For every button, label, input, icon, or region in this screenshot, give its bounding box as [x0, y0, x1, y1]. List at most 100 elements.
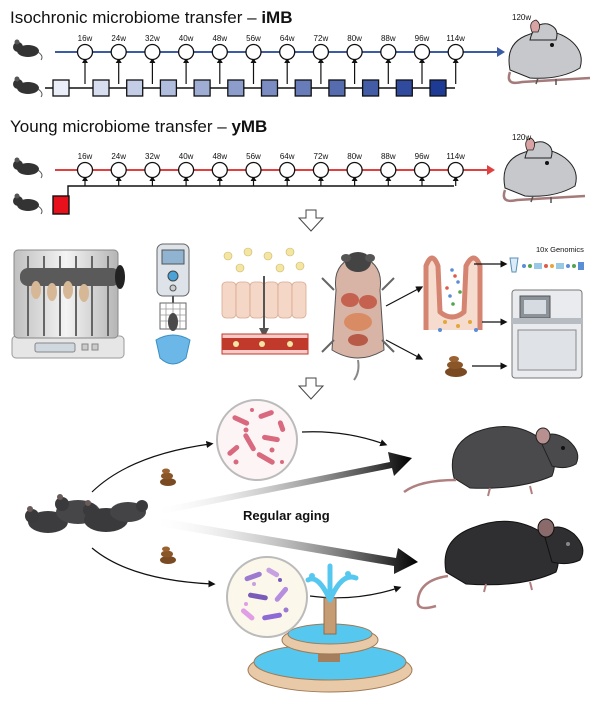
methods-row: 10x Genomics: [11, 243, 584, 381]
imb-donor-boxes: [52, 79, 447, 97]
thick-arrow-lower: [158, 518, 418, 574]
feces-upper-icon: [160, 468, 176, 486]
aged-outcome-mouse: [403, 426, 579, 497]
imb-timepoint-circle: [144, 43, 161, 61]
imb-transfer-arrowhead: [216, 58, 223, 63]
imb-donor-box: [429, 79, 447, 97]
dissection-arrow-down: [385, 339, 424, 360]
imb-donor-mouse: [13, 76, 43, 98]
ymb-timepoint-circle: [279, 161, 296, 179]
ymb-timeline-arrowhead: [487, 165, 495, 175]
curve-to-aged-microbiome: [91, 440, 214, 493]
imb-timepoint-circle: [447, 43, 464, 61]
outcome-diagram: Regular aging: [25, 399, 584, 693]
ymb-transfer-arrowhead: [115, 176, 122, 181]
imb-heading-bold: iMB: [261, 8, 293, 27]
aged-microbiome-circle-icon: [216, 399, 298, 481]
ymb-timepoints: [76, 161, 464, 186]
imb-donor-box: [92, 79, 110, 97]
ymb-heading: Young microbiome transfer – yMB: [10, 117, 267, 137]
aged-microbiome-to-mouse-arrow: [301, 431, 388, 447]
imb-transfer-arrowhead: [419, 58, 425, 63]
ymb-transfer-arrowhead: [317, 176, 324, 181]
ymb-timepoint-circle: [245, 161, 262, 179]
imb-donor-box: [193, 79, 211, 97]
single-cell-sequencing-icon: [509, 257, 584, 273]
imb-timeline-arrowhead: [497, 47, 505, 57]
imb-timepoint-label: 96w: [415, 34, 430, 43]
imb-timepoint-label: 114w: [446, 34, 465, 43]
ymb-timepoint-circle: [211, 161, 228, 179]
ymb-timepoint-circle: [144, 161, 161, 179]
imb-timepoint-circle: [346, 43, 363, 61]
ymb-donor-feed-line: [67, 185, 454, 206]
ymb-donor-mouse: [13, 193, 43, 215]
imb-transfer-arrowhead: [317, 58, 324, 63]
ymb-timepoint-circle: [177, 161, 195, 179]
imb-timepoint-circle: [76, 43, 94, 61]
ymb-heading-prefix: Young microbiome transfer –: [10, 117, 232, 136]
ymb-heading-bold: yMB: [231, 117, 268, 136]
imb-timepoint-label: 72w: [314, 34, 329, 43]
ymb-timepoint-label: 56w: [246, 152, 261, 161]
ymb-timepoint-label: 24w: [111, 152, 126, 161]
imb-timepoint-label: 56w: [246, 34, 261, 43]
down-arrow-2: [297, 377, 325, 400]
ymb-timepoint-label: 32w: [145, 152, 160, 161]
ymb-timepoint-label: 16w: [78, 152, 93, 161]
ymb-timepoint-label: 96w: [415, 152, 430, 161]
imb-timepoint-circle: [413, 43, 431, 61]
ymb-timepoint-label: 88w: [381, 152, 396, 161]
donor-mice-group-icon: [25, 494, 148, 533]
ymb-transfer-arrowhead: [351, 176, 358, 181]
running-wheel-chamber-icon: [11, 249, 125, 359]
ymb-transfer-arrowhead: [149, 176, 156, 181]
imb-donor-box: [260, 79, 279, 97]
imb-timepoint-label: 24w: [111, 34, 126, 43]
dissected-mouse-icon: [321, 252, 395, 381]
ymb-timepoint-circle: [447, 161, 464, 179]
ymb-donor-box: [52, 195, 70, 215]
ymb-transfer-arrowhead: [452, 176, 459, 181]
imb-timepoint-label: 16w: [78, 34, 93, 43]
dissection-arrow-up: [385, 286, 424, 307]
ymb-timepoint-label: 80w: [347, 152, 362, 161]
ymb-recipient-mouse: [13, 157, 43, 179]
down-arrow-1: [297, 209, 325, 232]
ymb-transfer-arrowhead: [250, 176, 257, 181]
ymb-timepoint-label: 72w: [314, 152, 329, 161]
ymb-timepoint-circle: [76, 161, 94, 179]
ymb-endpoint-label: 120w: [512, 133, 531, 142]
imb-timepoint-label: 40w: [179, 34, 194, 43]
imb-heading-prefix: Isochronic microbiome transfer –: [10, 8, 262, 27]
imb-timepoint-circle: [211, 43, 228, 61]
imb-transfer-arrowhead: [351, 58, 358, 63]
fecal-sample-icon: [445, 356, 467, 377]
ymb-transfer-arrowhead: [385, 176, 392, 181]
imb-timepoint-circle: [110, 43, 127, 61]
genomics-label: 10x Genomics: [536, 245, 584, 254]
imb-transfer-arrowhead: [452, 58, 459, 63]
imb-timepoint-circle: [279, 43, 296, 61]
imb-timepoint-circle: [380, 43, 397, 61]
sequencer-machine-icon: [511, 289, 583, 379]
young-microbiome-circle-icon: [226, 556, 308, 638]
imb-transfer-arrowhead: [115, 58, 122, 63]
imb-timepoint-circle: [177, 43, 195, 61]
imb-donor-box: [395, 79, 413, 97]
ymb-transfer-arrowhead: [419, 176, 425, 181]
intestinal-villi-icon: [423, 255, 483, 332]
imb-donor-box: [159, 79, 178, 97]
ymb-timepoint-circle: [346, 161, 363, 179]
fountain-of-youth-icon: [247, 563, 413, 693]
ymb-timepoint-label: 40w: [179, 152, 194, 161]
ymb-transfer-arrowhead: [216, 176, 223, 181]
ymb-timepoint-circle: [312, 161, 330, 179]
young-outcome-mouse: [416, 518, 584, 610]
imb-timepoint-circle: [312, 43, 330, 61]
imb-donor-box: [126, 79, 144, 97]
